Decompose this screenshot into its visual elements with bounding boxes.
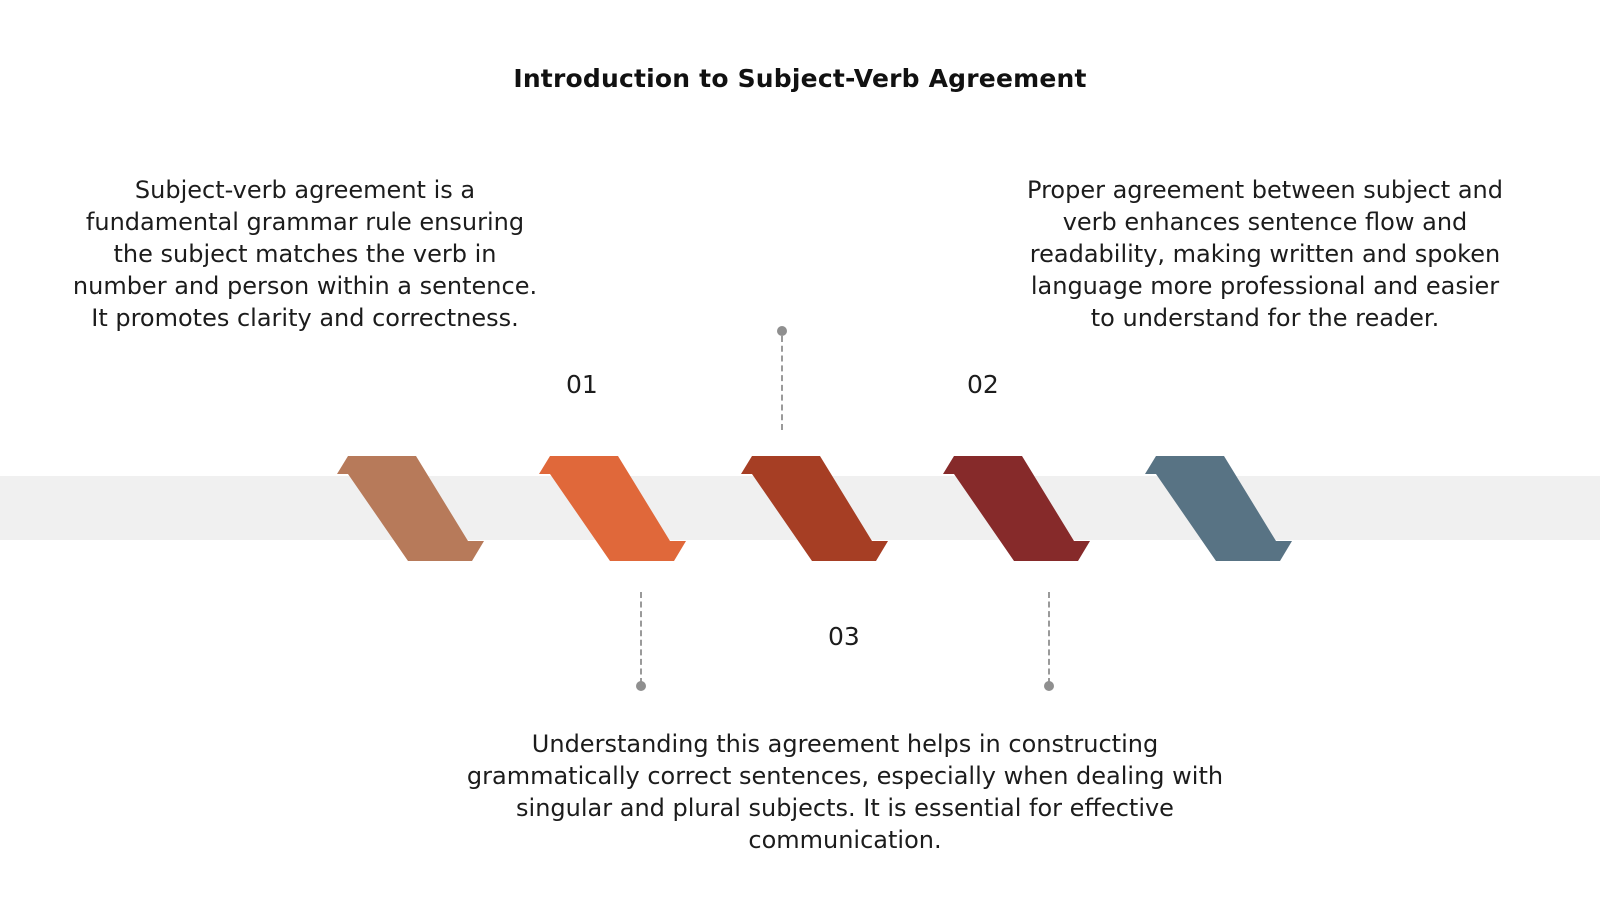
step-03-description: Understanding this agreement helps in co… bbox=[466, 730, 1224, 854]
step-01-description: Subject-verb agreement is a fundamental … bbox=[72, 176, 538, 332]
connector-bottom-right bbox=[1048, 592, 1050, 684]
step-02-description: Proper agreement between subject and ver… bbox=[1027, 176, 1503, 332]
step-01-number: 01 bbox=[566, 370, 598, 399]
connector-dot-bottom-left bbox=[636, 681, 646, 691]
connector-dot-bottom-right bbox=[1044, 681, 1054, 691]
connector-top bbox=[781, 336, 783, 430]
chevron-shape-1 bbox=[337, 456, 484, 561]
chevron-shape-2 bbox=[539, 456, 686, 561]
slide-title: Introduction to Subject-Verb Agreement bbox=[513, 64, 1087, 93]
connector-bottom-left bbox=[640, 592, 642, 684]
chevron-shape-4 bbox=[943, 456, 1090, 561]
chevron-shape-3 bbox=[741, 456, 888, 561]
connector-dot-top bbox=[777, 326, 787, 336]
step-03-number: 03 bbox=[828, 622, 860, 651]
chevron-shape-5 bbox=[1145, 456, 1292, 561]
step-02-number: 02 bbox=[967, 370, 999, 399]
